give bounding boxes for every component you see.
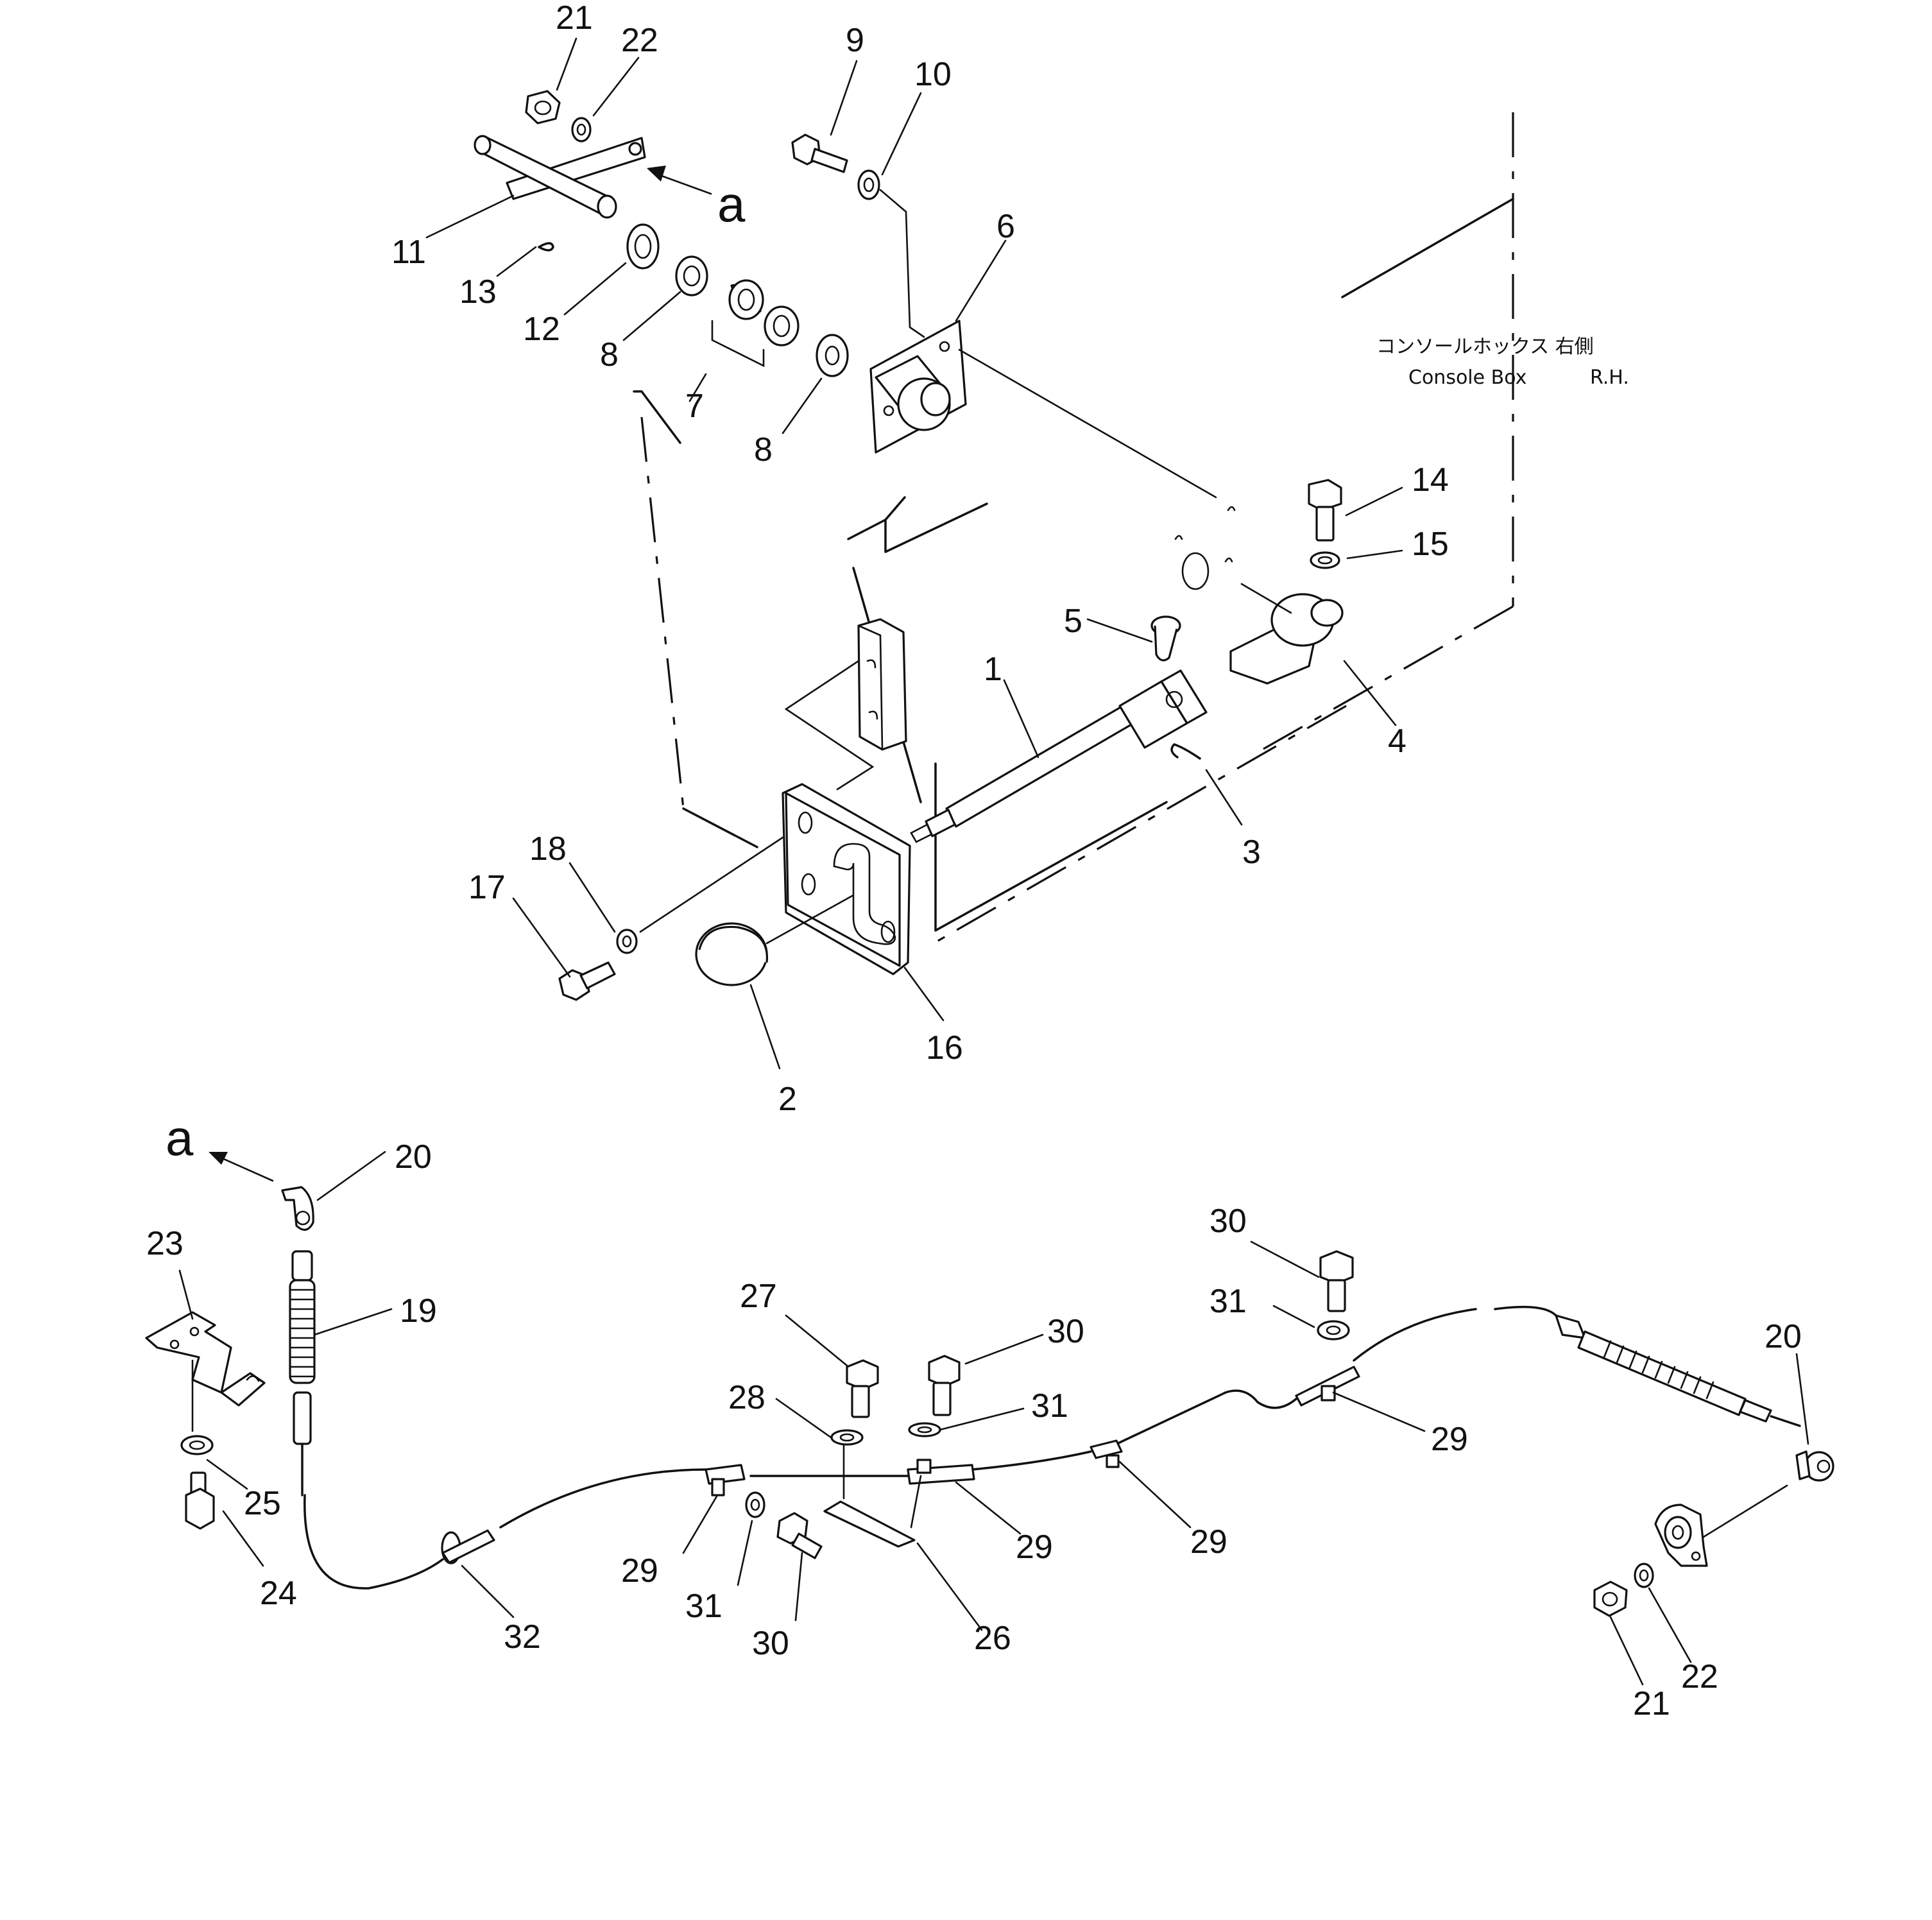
callout-26: 26 xyxy=(974,1620,1011,1657)
washer-10 xyxy=(857,169,925,338)
callout-20-left: 20 xyxy=(395,1138,432,1176)
callout-1: 1 xyxy=(984,651,1002,688)
pivot-shaft-11 xyxy=(474,135,646,219)
callout-29-c: 29 xyxy=(1190,1523,1227,1561)
lower-leader-lines xyxy=(178,1151,1809,1686)
console-box-label-side: R.H. xyxy=(1590,366,1629,389)
callout-30-b: 30 xyxy=(1047,1313,1084,1350)
washer-22-top xyxy=(571,117,592,142)
callout-14: 14 xyxy=(1412,461,1449,499)
bolt-9 xyxy=(791,133,848,173)
callout-4: 4 xyxy=(1388,723,1406,760)
callout-8-right: 8 xyxy=(754,431,773,468)
callout-30-a: 30 xyxy=(752,1625,789,1662)
stop-block xyxy=(784,618,907,791)
callout-32: 32 xyxy=(504,1618,541,1656)
callout-5: 5 xyxy=(1064,603,1082,640)
callout-17: 17 xyxy=(468,869,506,906)
callout-28: 28 xyxy=(728,1379,765,1416)
callout-22-bottom: 22 xyxy=(1681,1658,1718,1695)
bolt-14 xyxy=(1308,479,1342,542)
callout-20-right: 20 xyxy=(1765,1318,1802,1355)
bearing-8-right xyxy=(816,334,849,377)
bushings-7 xyxy=(711,279,799,368)
cable-assembly xyxy=(145,1152,1834,1617)
knob-2 xyxy=(695,894,855,986)
callout-8-left: 8 xyxy=(600,336,619,373)
shift-plate-16 xyxy=(782,783,911,975)
washer-18 xyxy=(616,836,784,954)
view-marker-a-top: a xyxy=(717,176,746,232)
callout-13: 13 xyxy=(459,273,497,311)
view-marker-a-bottom: a xyxy=(166,1110,194,1166)
console-box-outline xyxy=(633,112,1514,945)
callout-21-top: 21 xyxy=(556,0,593,37)
retainer-clip xyxy=(1174,506,1236,590)
callout-7: 7 xyxy=(685,388,704,425)
callout-15: 15 xyxy=(1412,526,1449,563)
console-box-label-en: Console Box xyxy=(1408,366,1526,389)
bracket-plate-6 xyxy=(869,320,1217,499)
control-rod-1 xyxy=(910,669,1208,843)
callout-25: 25 xyxy=(244,1485,281,1522)
bearing-8-left xyxy=(675,255,708,296)
callout-22-top: 22 xyxy=(621,22,658,59)
pin-13 xyxy=(538,242,554,252)
callout-18: 18 xyxy=(529,830,567,868)
callout-30-c: 30 xyxy=(1210,1203,1247,1240)
washer-15 xyxy=(1310,551,1340,569)
console-box-label: コンソールホックス 右側 Console Box R.H. xyxy=(1376,336,1629,389)
bolt-17 xyxy=(558,961,616,1001)
callout-29-d: 29 xyxy=(1431,1421,1468,1458)
callout-31-c: 31 xyxy=(1210,1283,1247,1320)
pin-5 xyxy=(1150,615,1181,662)
callout-29-b: 29 xyxy=(1016,1529,1053,1566)
cotter-pin-3 xyxy=(1170,743,1201,760)
upper-leader-lines xyxy=(425,37,1403,1070)
callout-29-a: 29 xyxy=(621,1552,658,1590)
callout-3: 3 xyxy=(1242,834,1261,871)
callout-11: 11 xyxy=(391,234,426,271)
callout-12: 12 xyxy=(523,311,560,348)
washer-12 xyxy=(626,223,660,270)
nut-21-top xyxy=(525,90,561,124)
callout-24: 24 xyxy=(260,1575,297,1612)
callout-9: 9 xyxy=(846,22,864,59)
callout-31-b: 31 xyxy=(1031,1387,1068,1425)
callout-31-a: 31 xyxy=(685,1588,722,1625)
callout-27: 27 xyxy=(740,1278,777,1315)
callout-6: 6 xyxy=(996,208,1015,245)
callout-2: 2 xyxy=(778,1081,797,1118)
callout-19: 19 xyxy=(400,1292,437,1330)
callout-16: 16 xyxy=(926,1029,963,1067)
clamp-4 xyxy=(1229,583,1344,685)
callout-10: 10 xyxy=(914,56,952,93)
console-box-label-jp: コンソールホックス 右側 xyxy=(1376,336,1594,358)
callout-numbers: 21 22 9 10 6 11 13 12 8 7 8 14 15 5 1 4 … xyxy=(146,0,1802,1722)
callout-23: 23 xyxy=(146,1225,184,1262)
callout-21-bottom: 21 xyxy=(1633,1685,1670,1722)
